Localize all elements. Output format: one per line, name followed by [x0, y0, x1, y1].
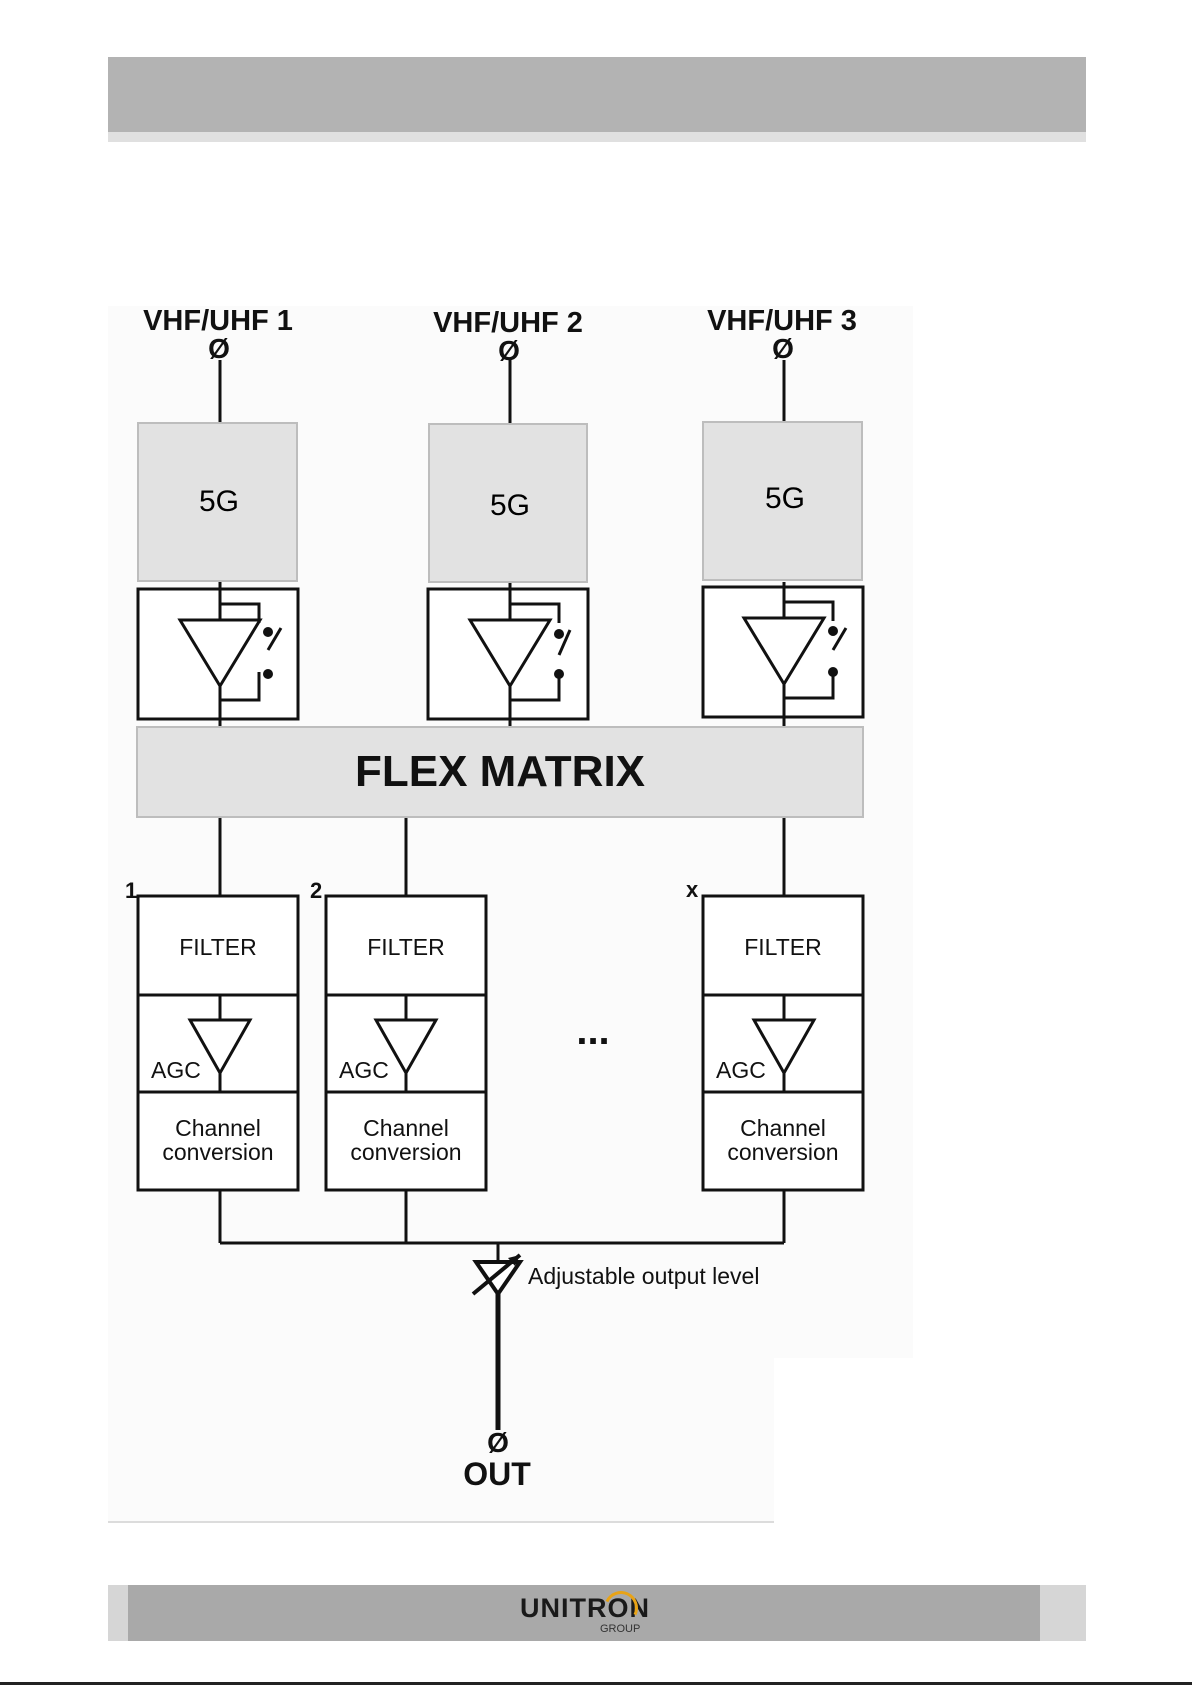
- flex-matrix-label: FLEX MATRIX: [355, 747, 645, 796]
- switch-contact-icon: [554, 629, 564, 639]
- agc-label-1: AGC: [151, 1057, 201, 1083]
- output-label: OUT: [463, 1456, 531, 1492]
- input-label-1: VHF/UHF 1: [143, 305, 293, 337]
- agc-label-2: AGC: [339, 1057, 389, 1083]
- input-label-2: VHF/UHF 2: [433, 307, 583, 339]
- conversion-label-2a: Channel: [363, 1115, 449, 1141]
- switch-contact-icon: [554, 669, 564, 679]
- output-level-label: Adjustable output level: [528, 1263, 759, 1289]
- filter-label-1: FILTER: [179, 934, 257, 960]
- channel-index-x: x: [686, 877, 699, 902]
- unitron-logo: UNITRON GROUP: [520, 1593, 650, 1641]
- conversion-label-1b: conversion: [162, 1139, 273, 1165]
- footer-edge: [108, 1585, 128, 1641]
- connector-icon: Ø: [208, 333, 230, 364]
- more-channels-ellipsis: ...: [576, 1009, 609, 1053]
- connector-icon: Ø: [498, 335, 520, 366]
- output-connector-icon: Ø: [487, 1427, 509, 1458]
- box-label-5g-3: 5G: [765, 482, 805, 515]
- conversion-label-2b: conversion: [350, 1139, 461, 1165]
- conversion-label-1a: Channel: [175, 1115, 261, 1141]
- conversion-label-xa: Channel: [740, 1115, 826, 1141]
- switch-contact-icon: [828, 667, 838, 677]
- input-label-3: VHF/UHF 3: [707, 305, 857, 337]
- switch-contact-icon: [263, 627, 273, 637]
- connector-icon: Ø: [772, 333, 794, 364]
- channel-index-1: 1: [125, 878, 137, 903]
- channel-index-2: 2: [310, 878, 322, 903]
- footer-edge: [1040, 1585, 1086, 1641]
- conversion-label-xb: conversion: [727, 1139, 838, 1165]
- switch-contact-icon: [828, 626, 838, 636]
- agc-label-x: AGC: [716, 1057, 766, 1083]
- filter-label-2: FILTER: [367, 934, 445, 960]
- switch-contact-icon: [263, 669, 273, 679]
- box-label-5g-2: 5G: [490, 489, 530, 522]
- box-label-5g-1: 5G: [199, 485, 239, 518]
- filter-label-x: FILTER: [744, 934, 822, 960]
